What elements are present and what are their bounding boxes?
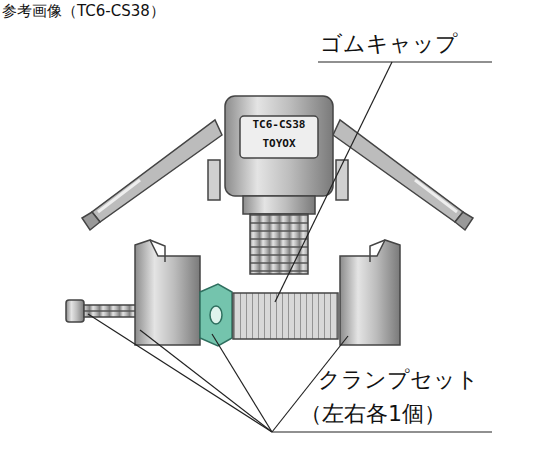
- brand-marking: TOYOX: [262, 138, 295, 150]
- green-nut: [200, 284, 232, 346]
- lever-left: [82, 120, 222, 230]
- part-note: （左右各1個）: [300, 402, 446, 426]
- leader-lines: [88, 62, 492, 432]
- clamp-right: [340, 240, 400, 345]
- part-name: クランプセット: [318, 368, 479, 392]
- part-name: ゴムキャップ: [320, 32, 458, 56]
- coupler-body: [225, 96, 333, 274]
- rubber-cap: [233, 293, 338, 339]
- bolt: [66, 300, 136, 322]
- lever-right: [333, 120, 473, 230]
- clamp-left: [135, 240, 200, 345]
- page-title: 参考画像（TC6-CS38）: [2, 3, 165, 20]
- model-marking: TC6-CS38: [253, 119, 306, 131]
